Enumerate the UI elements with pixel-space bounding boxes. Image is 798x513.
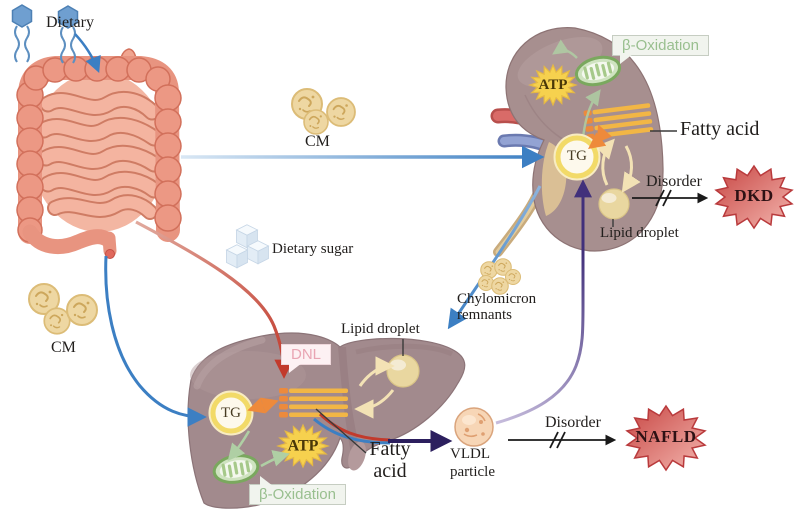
arrow-vldl-to-kidney-tg (495, 179, 592, 425)
chylomicron-remnants-line2: remnants (457, 307, 512, 324)
arrow-fattyacid-to-droplet (358, 356, 395, 387)
lipid-droplet-icon-kidney (598, 188, 630, 220)
vldl-particle-icon (454, 407, 494, 447)
fatty-acid-liver-line1: Fatty (369, 438, 411, 460)
tg-node-kidney (553, 133, 601, 181)
rectum-tip (105, 249, 115, 259)
fatty-acid-liver-line2: acid (373, 460, 407, 482)
fatty-acid-liver-label: Fatty acid (358, 438, 422, 482)
arrow-tg-to-mito-liver (227, 430, 251, 461)
chylomicron-remnants-cluster (478, 258, 521, 295)
beta-oxidation-liver-badge: β-Oxidation (249, 476, 346, 505)
disorder-arrow-liver (508, 431, 617, 449)
atp-starburst-liver (276, 423, 330, 469)
cm-cluster-left (28, 283, 98, 335)
label-pointer-lines (315, 130, 677, 454)
arrow-liver-export-red (318, 412, 391, 442)
nafld-label: NAFLD (635, 426, 697, 446)
dkd-label: DKD (734, 185, 774, 205)
arrow-mito-to-atp-kidney (552, 39, 578, 59)
arrow-fattyacid-to-droplet-kidney (621, 145, 641, 193)
cm-left-label: CM (51, 339, 76, 356)
vldl-particle-label: VLDL particle (450, 445, 495, 481)
vldl-line2: particle (450, 464, 495, 480)
dnl-badge: DNL (281, 344, 332, 373)
arrow-tg-fattyacid-liver (247, 397, 279, 414)
arrow-remnants-kidney-to-liver (447, 185, 542, 330)
arrow-dietary-to-intestine (74, 33, 101, 74)
tg-liver-label: TG (221, 404, 241, 421)
atp-starburst-kidney (528, 63, 578, 107)
disorder-kidney-label: Disorder (646, 173, 702, 190)
chylomicron-remnants-line1: Chylomicron (457, 291, 537, 307)
dietary-label: Dietary (46, 14, 94, 31)
vldl-line1: VLDL (450, 446, 490, 462)
arrow-droplet-to-fattyacid (354, 389, 395, 419)
nafld-starburst (625, 404, 707, 472)
lipid-droplet-icon-liver (386, 354, 420, 388)
chylomicron-remnants-label: Chylomicron remnants (457, 291, 536, 323)
atp-kidney-label: ATP (538, 76, 568, 93)
disorder-arrow-kidney (632, 189, 709, 207)
beta-oxidation-kidney-badge: β-Oxidation (612, 35, 709, 64)
fatty-acid-stripes-liver (279, 388, 348, 418)
atp-liver-label: ATP (287, 437, 319, 455)
arrow-mito-to-atp-liver (260, 450, 290, 468)
fatty-acid-kidney-label: Fatty acid (680, 118, 760, 140)
arrow-cm-intestine-to-liver-tg (104, 255, 207, 427)
lipid-droplet-kidney-label: Lipid droplet (600, 225, 679, 241)
cm-cluster-top (291, 88, 356, 135)
lipid-droplet-liver-label: Lipid droplet (341, 321, 420, 337)
dietary-sugar-label: Dietary sugar (272, 241, 354, 257)
sugar-cubes-icon (226, 224, 269, 269)
phospholipid-icon (11, 4, 79, 64)
arrow-tg-to-mito-kidney (581, 89, 601, 139)
disorder-liver-label: Disorder (545, 414, 601, 431)
dkd-starburst (714, 164, 794, 230)
arrow-tg-fattyacid-kidney (588, 124, 612, 149)
tg-kidney-label: TG (567, 147, 587, 164)
intestine-illustration (16, 48, 182, 259)
cm-top-label: CM (305, 133, 330, 150)
